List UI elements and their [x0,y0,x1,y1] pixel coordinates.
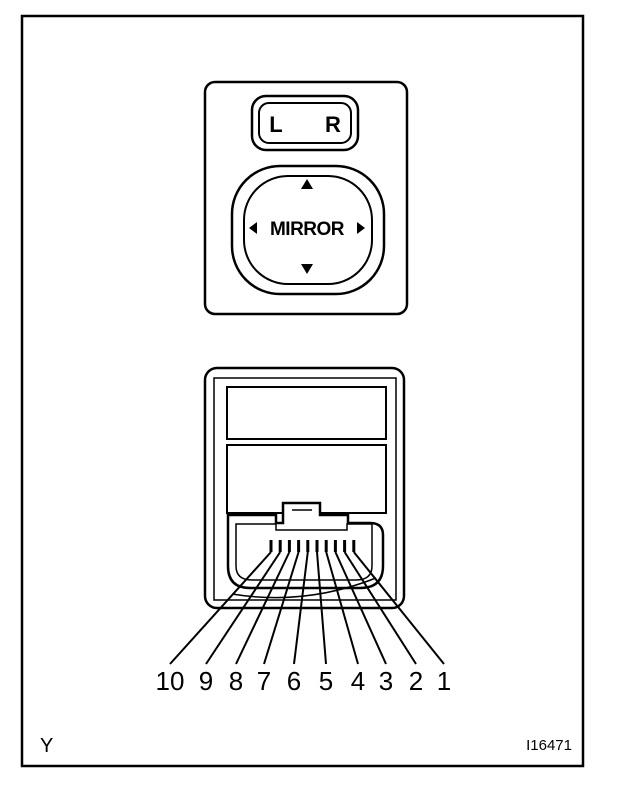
pin-label-5: 5 [319,666,333,696]
leader-line-pin-1 [353,551,445,665]
arrow-up-icon[interactable] [301,179,313,189]
pin-label-3: 3 [379,666,393,696]
lr-selector-button[interactable]: L R [250,94,360,152]
leader-line-pin-8 [235,551,291,665]
pin-label-1: 1 [437,666,451,696]
arrow-left-icon[interactable] [249,222,257,234]
leader-line-pin-2 [343,551,417,665]
right-label: R [325,112,341,137]
left-label: L [269,112,282,137]
leader-line-pin-3 [334,551,387,665]
figure-code: I16471 [526,737,572,754]
arrow-right-icon[interactable] [357,222,365,234]
mirror-label: MIRROR [270,219,345,240]
leader-line-pin-5 [316,551,327,665]
connector-pins [269,540,356,552]
leader-line-pin-9 [205,551,282,665]
leader-line-pin-7 [263,551,300,665]
corner-label: Y [40,735,53,757]
pin-label-10: 10 [156,666,185,696]
mirror-switch: L R MIRROR [203,80,409,316]
pin-label-2: 2 [409,666,423,696]
pin-label-8: 8 [229,666,243,696]
leader-line-pin-4 [325,551,359,665]
leader-line-pin-6 [293,551,309,665]
leader-line-pin-10 [169,551,272,665]
pin-leader-lines [169,551,445,665]
socket-guide-line [231,577,377,599]
arrow-down-icon[interactable] [301,264,313,274]
connector-middle-slot [226,444,387,514]
pin-label-6: 6 [287,666,301,696]
pin-label-4: 4 [351,666,365,696]
figure-frame [20,14,585,768]
connector-upper-slot [226,386,387,440]
pin-label-9: 9 [199,666,213,696]
mirror-adjust-pad[interactable]: MIRROR [230,164,386,296]
pin-label-7: 7 [257,666,271,696]
